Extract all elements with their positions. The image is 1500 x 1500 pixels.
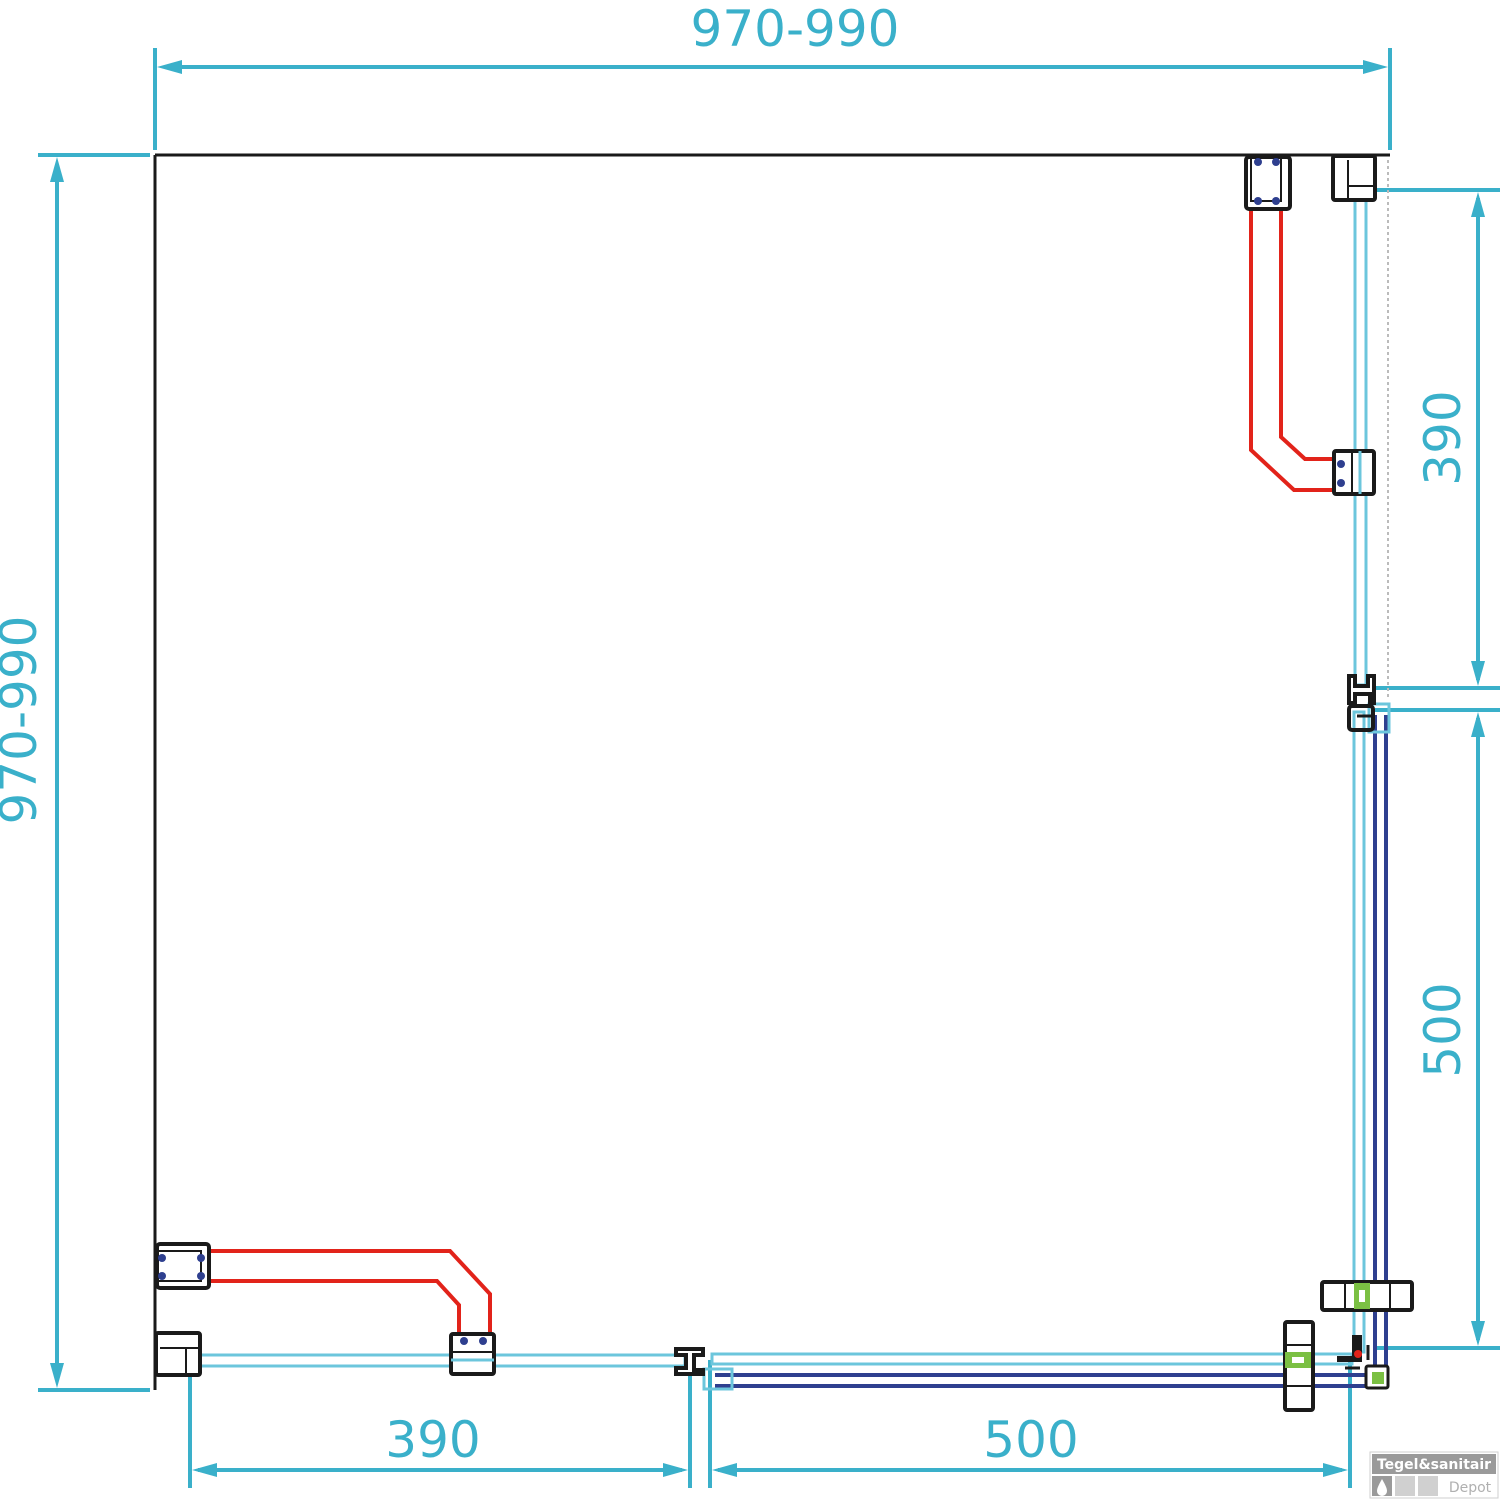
water-drop-icon <box>1377 1479 1387 1496</box>
logo-subtitle: Depot <box>1449 1480 1492 1496</box>
bottom-panel-connector <box>674 1347 705 1376</box>
bottom-door-handle <box>1283 1320 1315 1412</box>
bottom-sliding-panel-dimension-label: 500 <box>983 1411 1078 1469</box>
width-dimension-label: 970-990 <box>691 0 900 58</box>
bottom-stabilizer-bar <box>207 1249 492 1336</box>
right-fixed-panel-dimension-label: 390 <box>1414 390 1472 485</box>
top-wall-profile <box>1331 154 1377 202</box>
right-bar-wall-bracket <box>1244 155 1292 211</box>
right-stabilizer-bar <box>1249 207 1336 492</box>
dimension-lines <box>38 48 1500 1488</box>
bottom-bar-glass-clamp <box>449 1332 496 1376</box>
right-sliding-panel-dimension-label: 500 <box>1414 982 1472 1077</box>
right-fixed-glass-panel <box>1353 160 1389 700</box>
brand-logo: Tegel&sanitair Depot <box>1369 1451 1499 1499</box>
bottom-fixed-panel-dimension-label: 390 <box>385 1411 480 1469</box>
bottom-sliding-glass-panel <box>702 1352 1382 1391</box>
corner-profile <box>1337 1335 1390 1390</box>
right-bar-glass-clamp <box>1332 449 1376 496</box>
logo-title: Tegel&sanitair <box>1377 1457 1491 1473</box>
depth-dimension-label: 970-990 <box>0 616 48 825</box>
left-wall-profile <box>154 1331 202 1377</box>
walls <box>153 153 1390 1390</box>
right-door-handle <box>1320 1280 1414 1312</box>
bottom-bar-wall-bracket <box>155 1242 211 1290</box>
right-panel-connector <box>1347 674 1376 732</box>
bottom-fixed-glass-panel <box>188 1353 687 1368</box>
